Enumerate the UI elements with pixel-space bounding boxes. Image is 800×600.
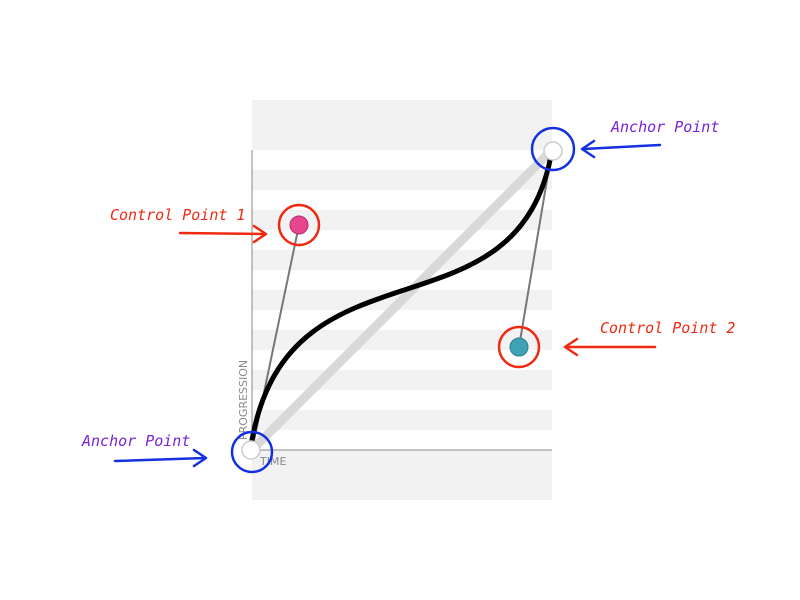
- linear-reference-line: [247, 145, 557, 455]
- band-top: [252, 100, 552, 150]
- anchor-point-top-arrow: [580, 139, 662, 159]
- grid-stripe: [252, 410, 552, 430]
- anchor-point-bottom-arrow: [113, 448, 208, 468]
- grid-stripe: [252, 250, 552, 270]
- anchor-point-bottom-ring: [230, 430, 274, 474]
- control-point-2-ring: [497, 325, 541, 369]
- control-point-1-ring: [277, 203, 321, 247]
- control-point-2-label: Control Point 2: [600, 319, 735, 337]
- y-axis-label: PROGRESSION: [237, 360, 250, 440]
- anchor-point-bottom[interactable]: [241, 440, 261, 460]
- grid-stripe: [252, 170, 552, 190]
- x-axis-label: TIME: [259, 455, 286, 468]
- control-point-1[interactable]: [289, 215, 309, 235]
- anchor-point-bottom-label: Anchor Point: [81, 432, 190, 450]
- control-point-1-label: Control Point 1: [110, 206, 245, 224]
- grid-stripe: [252, 330, 552, 350]
- control-point-2-arrow: [563, 337, 657, 357]
- handle-line-2: [518, 149, 553, 348]
- anchor-point-top[interactable]: [543, 141, 563, 161]
- anchor-point-top-ring: [530, 126, 576, 172]
- control-point-1-arrow: [178, 224, 268, 244]
- bezier-curve: [249, 147, 555, 443]
- control-point-2[interactable]: [509, 337, 529, 357]
- band-bottom: [252, 450, 552, 500]
- grid-stripe: [252, 370, 552, 390]
- anchor-point-top-label: Anchor Point: [610, 118, 719, 136]
